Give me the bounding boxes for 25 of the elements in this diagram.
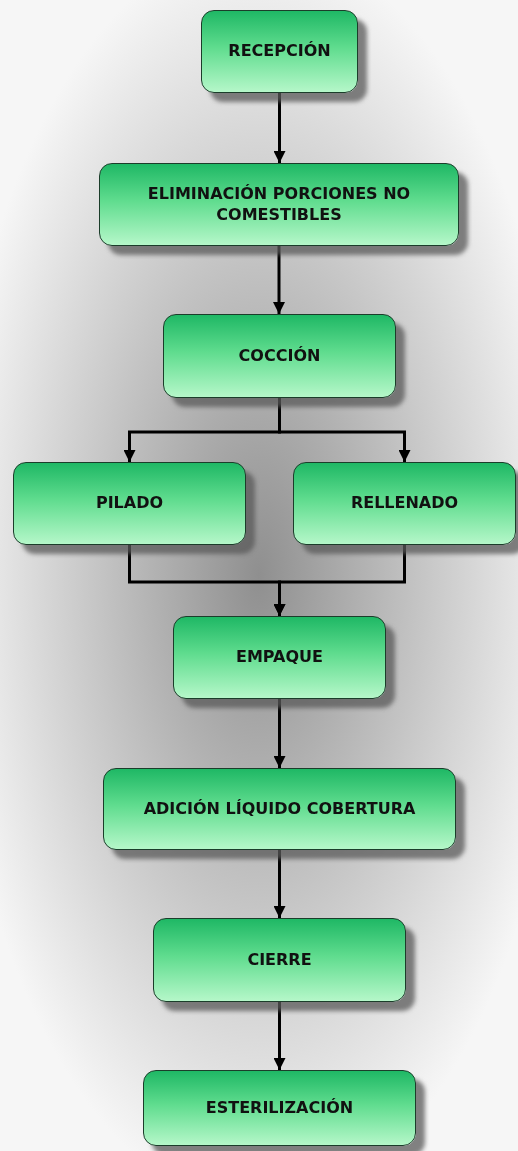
step-label: ADICIÓN LÍQUIDO COBERTURA — [142, 798, 417, 820]
process-box — [293, 462, 516, 545]
arrow — [278, 398, 411, 462]
arrow — [273, 1002, 286, 1070]
process-box — [153, 918, 406, 1002]
process-box — [173, 616, 386, 699]
step-label: RECEPCIÓN — [227, 41, 332, 62]
arrow — [273, 246, 285, 314]
process-box — [201, 10, 358, 93]
step-label: CIERRE — [246, 949, 313, 971]
step-label: EMPAQUE — [235, 647, 324, 668]
step-label: ESTERILIZACIÓN — [204, 1097, 355, 1119]
step-label: PILADO — [94, 493, 165, 514]
process-box — [13, 462, 246, 545]
process-box — [99, 163, 459, 246]
arrow — [273, 699, 286, 768]
process-box — [163, 314, 396, 398]
arrow — [273, 850, 286, 918]
process-box — [103, 768, 456, 850]
step-label: COCCIÓN — [237, 345, 322, 367]
step-label: ELIMINACIÓN PORCIONES NO COMESTIBLES — [146, 183, 412, 226]
arrow — [273, 93, 286, 163]
arrow — [273, 545, 406, 616]
step-label: RELLENADO — [349, 493, 460, 514]
process-box — [143, 1070, 416, 1146]
